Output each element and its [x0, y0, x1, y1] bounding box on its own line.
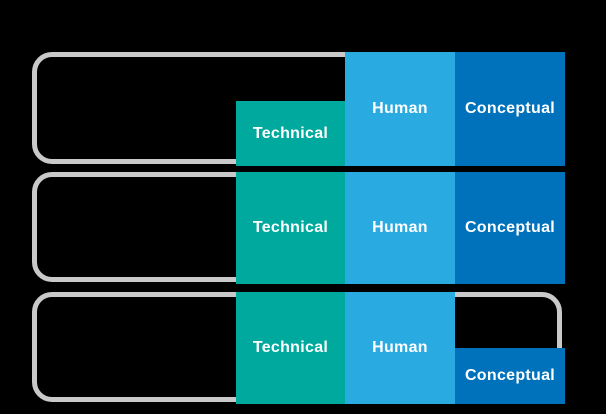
skill-block-label: Human: [372, 219, 428, 236]
skill-block-technical: Technical: [236, 172, 345, 284]
skill-block-conceptual: Conceptual: [455, 348, 565, 404]
skill-block-human: Human: [345, 172, 455, 284]
skill-block-conceptual: Conceptual: [455, 172, 565, 284]
skill-block-label: Conceptual: [464, 367, 556, 384]
skill-block-human: Human: [345, 292, 455, 404]
skill-block-label: Technical: [252, 339, 329, 356]
skill-block-technical: Technical: [236, 292, 345, 404]
skill-block-label: Technical: [252, 219, 329, 236]
management-level-row-middle: Technical Human Conceptual: [0, 172, 606, 284]
skill-block-label: Human: [372, 100, 428, 117]
skill-block-conceptual: Conceptual: [455, 52, 565, 166]
skill-block-label: Conceptual: [464, 219, 556, 236]
skill-block-technical: Technical: [236, 101, 345, 166]
skill-block-label: Human: [372, 339, 428, 356]
management-level-row-bottom: Technical Human Conceptual: [0, 292, 606, 404]
skill-block-human: Human: [345, 52, 455, 166]
management-level-row-top: Technical Human Conceptual: [0, 52, 606, 166]
skill-block-label: Conceptual: [464, 100, 556, 117]
skill-block-label: Technical: [252, 124, 329, 142]
